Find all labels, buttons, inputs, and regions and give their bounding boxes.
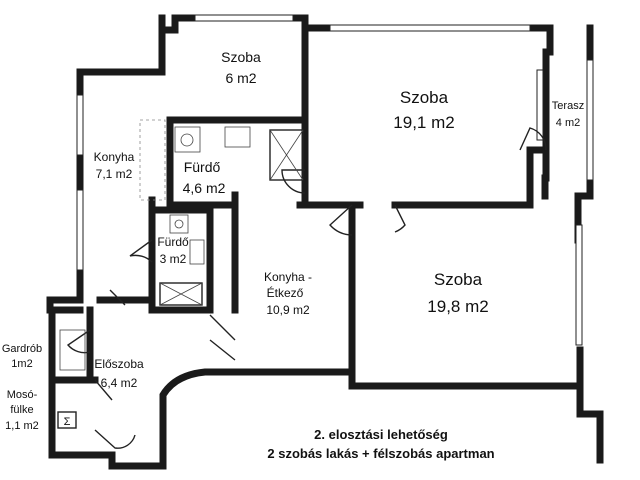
room-area-szoba-bottom: 19,8 m2 — [427, 297, 488, 316]
room-name-eloszoba: Előszoba — [94, 357, 144, 371]
room-area-furdo-large: 4,6 m2 — [183, 180, 226, 196]
washer-icon: Σ — [64, 416, 71, 428]
room-name-gardrob: Gardrób — [2, 343, 42, 355]
room-name-konyha-etkezo-line2: Étkező — [267, 285, 304, 300]
caption-line-2: 2 szobás lakás + félszobás apartman — [267, 446, 494, 461]
room-name-konyha-etkezo-line1: Konyha - — [264, 270, 312, 284]
room-name-szoba-top: Szoba — [400, 88, 449, 107]
room-name-terasz: Terasz — [552, 100, 584, 112]
room-area-furdo-small: 3 m2 — [160, 252, 187, 266]
room-name-mosofulke-line1: Mosó- — [7, 389, 38, 401]
room-area-szoba-small: 6 m2 — [225, 70, 256, 86]
room-area-terasz: 4 m2 — [556, 117, 580, 129]
room-labels: Szoba 6 m2 Szoba 19,1 m2 Terasz 4 m2 Kon… — [2, 49, 584, 432]
room-name-szoba-bottom: Szoba — [434, 270, 483, 289]
room-area-eloszoba: 6,4 m2 — [101, 376, 138, 390]
room-area-konyha-etkezo: 10,9 m2 — [266, 303, 310, 317]
room-name-furdo-small: Fürdő — [157, 235, 189, 249]
room-area-gardrob: 1m2 — [11, 358, 32, 370]
room-area-szoba-top: 19,1 m2 — [393, 113, 454, 132]
caption-line-1: 2. elosztási lehetőség — [314, 427, 448, 442]
walls — [46, 14, 604, 470]
doors — [66, 127, 547, 449]
room-area-mosofulke: 1,1 m2 — [5, 420, 39, 432]
room-name-konyha: Konyha — [94, 150, 135, 164]
fixtures — [57, 119, 304, 429]
room-name-szoba-small: Szoba — [221, 49, 261, 65]
room-name-furdo-large: Fürdő — [184, 159, 221, 175]
caption: 2. elosztási lehetőség 2 szobás lakás + … — [267, 427, 494, 461]
windows — [76, 14, 594, 346]
room-name-mosofulke-line2: fülke — [10, 404, 33, 416]
room-area-konyha: 7,1 m2 — [96, 167, 133, 181]
